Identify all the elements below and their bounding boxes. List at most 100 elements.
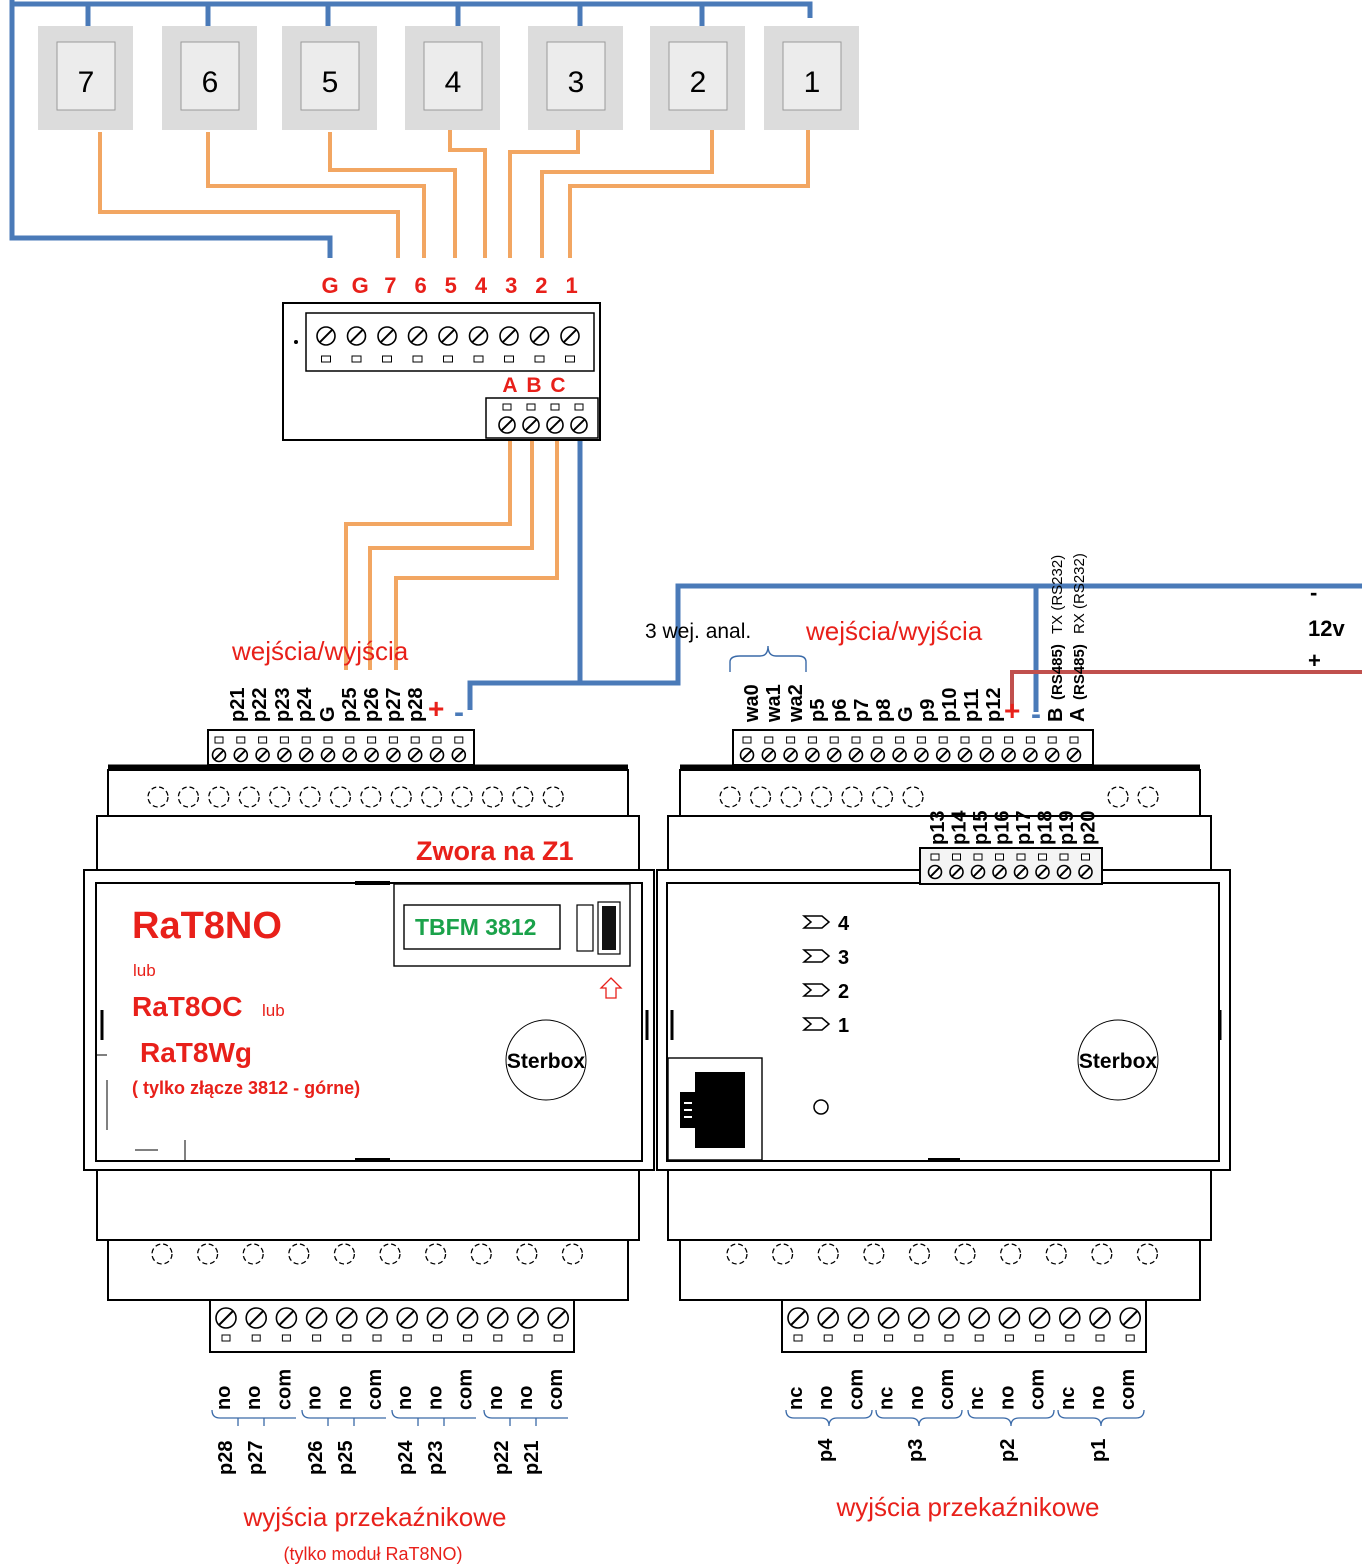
terminal-slot <box>807 736 817 744</box>
terminal-screw <box>970 864 986 880</box>
lub-2: lub <box>262 1001 285 1020</box>
module-note: ( tylko złącze 3812 - górne) <box>132 1078 360 1098</box>
pin-label: A <box>1067 708 1089 722</box>
pin-label: no <box>815 1386 837 1410</box>
pin-label: (RS485) <box>1071 644 1088 700</box>
vent-hole <box>177 786 200 808</box>
terminal-screw <box>938 1307 960 1329</box>
terminal-screw <box>805 747 820 763</box>
switch-number: 2 <box>690 66 707 99</box>
terminal-slot <box>1047 736 1057 744</box>
pin-label: wa0 <box>741 684 763 723</box>
terminal-slot <box>916 736 926 744</box>
led-number: 1 <box>838 1015 849 1037</box>
led-indicator: 4 <box>801 913 850 935</box>
extender-abc-label: C <box>550 374 565 397</box>
pin-label: com <box>545 1369 567 1410</box>
vent-hole <box>1091 1243 1113 1265</box>
terminal-slot <box>402 1334 412 1342</box>
right-io-title: wejścia/wyjścia <box>805 616 983 646</box>
pin-label: p23 <box>425 1441 447 1475</box>
terminal-screw <box>979 747 995 763</box>
vent-hole <box>771 1243 794 1265</box>
terminal-screw <box>305 1307 328 1329</box>
terminal-slot <box>279 736 289 744</box>
led-indicator: 2 <box>801 981 849 1003</box>
pin-label: com <box>364 1369 386 1410</box>
switch-2: 2 <box>650 26 745 130</box>
terminal-slot <box>410 736 420 744</box>
pin-label: p22 <box>249 688 271 722</box>
led-icon <box>801 949 831 963</box>
vent-hole <box>954 1243 976 1265</box>
pin-label: p19 <box>1056 811 1078 845</box>
pin-group-brace <box>391 1409 476 1419</box>
extender-abc-terminals <box>498 403 588 434</box>
terminal-screw <box>407 747 423 763</box>
led-icon <box>801 983 831 997</box>
vent-hole <box>360 786 382 808</box>
terminal-slot <box>1081 853 1090 861</box>
terminal-slot <box>502 403 512 411</box>
vent-hole <box>561 1243 584 1265</box>
power-voltage-label: 12v <box>1308 616 1345 641</box>
terminal-screw <box>320 747 336 763</box>
power-minus-label: - <box>1310 580 1317 605</box>
terminal-slot <box>301 736 311 744</box>
terminal-slot <box>473 355 484 363</box>
terminal-slot <box>323 736 333 744</box>
pin-label: p26 <box>361 688 383 722</box>
terminal-slot <box>1125 1334 1135 1342</box>
terminal-slot <box>351 355 362 363</box>
pin-label: p8 <box>873 699 895 722</box>
terminal-screw <box>1035 864 1050 880</box>
vent-hole <box>481 786 504 808</box>
terminal-screw <box>927 864 943 880</box>
vent-hole <box>379 1243 401 1265</box>
led-indicator: 3 <box>801 947 849 969</box>
ethernet-port <box>667 1057 763 1161</box>
terminal-slot <box>565 355 575 363</box>
terminal-slot <box>851 736 861 744</box>
terminal-screw <box>949 864 964 880</box>
terminal-screw <box>377 326 397 346</box>
led-number: 3 <box>838 947 849 969</box>
pin-label: no <box>243 1386 265 1410</box>
terminal-slot <box>982 736 992 744</box>
pin-label: p25 <box>339 688 361 722</box>
pin-label: p15 <box>970 811 992 845</box>
terminal-slot <box>960 736 970 744</box>
terminal-screw <box>546 416 564 434</box>
terminal-slot <box>523 1334 533 1342</box>
pin-label: nc <box>785 1387 807 1410</box>
vent-hole <box>390 786 412 808</box>
extender-label: 5 <box>445 273 457 298</box>
terminal-slot <box>1038 853 1047 861</box>
terminal-slot <box>1069 736 1079 744</box>
terminal-slot <box>526 403 536 411</box>
pin-label: (RS485) <box>1049 644 1066 700</box>
terminal-screw <box>739 747 755 763</box>
terminal-screw <box>935 747 951 763</box>
pin-label: p9 <box>917 699 939 722</box>
terminal-screw <box>1119 1307 1141 1329</box>
terminal-slot <box>258 736 268 744</box>
terminal-slot <box>829 736 839 744</box>
left-relay-title: wyjścia przekaźnikowe <box>243 1502 507 1532</box>
terminal-screw <box>892 747 907 763</box>
terminal-slot <box>944 1334 954 1342</box>
vent-hole <box>333 1243 356 1265</box>
pin-label: p6 <box>829 699 851 722</box>
left-bottom-terminal <box>215 1307 570 1342</box>
terminal-screw <box>761 747 777 763</box>
terminal-slot <box>388 736 398 744</box>
terminal-screw <box>342 747 358 763</box>
terminal-screw <box>215 1307 237 1329</box>
pin-label: TX (RS232) <box>1049 555 1066 634</box>
terminal-slot <box>454 736 464 744</box>
terminal-screw <box>992 864 1007 880</box>
module-name-rat8wg: RaT8Wg <box>140 1037 252 1068</box>
terminal-slot <box>553 1334 563 1342</box>
